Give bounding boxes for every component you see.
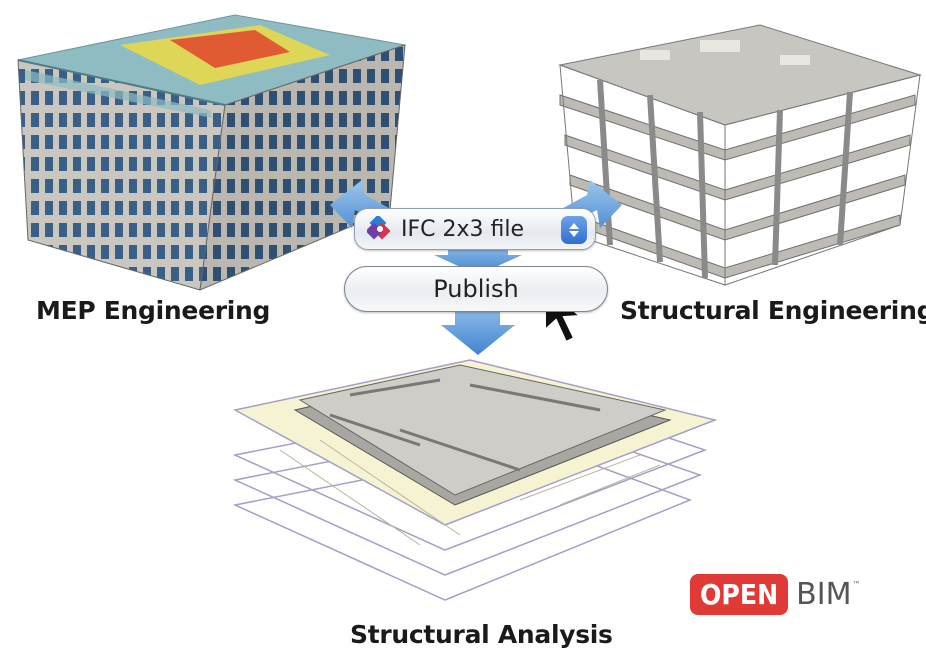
open-bim-logo: OPEN BIM ™ [690, 574, 860, 615]
structural-analysis-label: Structural Analysis [350, 620, 613, 649]
publish-button[interactable]: Publish [344, 266, 608, 312]
mep-building-model [17, 14, 406, 291]
trademark-symbol: ™ [852, 580, 861, 589]
file-format-dropdown[interactable]: IFC 2x3 file [354, 208, 596, 250]
mep-engineering-label: MEP Engineering [36, 296, 271, 325]
arrow-to-analysis [441, 300, 515, 355]
dropdown-stepper-icon[interactable] [561, 216, 587, 244]
structural-building-model [558, 24, 922, 286]
ifc-logo-icon [367, 216, 391, 240]
file-format-value: IFC 2x3 file [401, 216, 525, 242]
structural-analysis-plans [232, 359, 718, 601]
bim-logo-text: BIM [796, 577, 852, 612]
structural-engineering-label: Structural Engineering [620, 296, 926, 325]
open-logo-text: OPEN [690, 574, 789, 615]
